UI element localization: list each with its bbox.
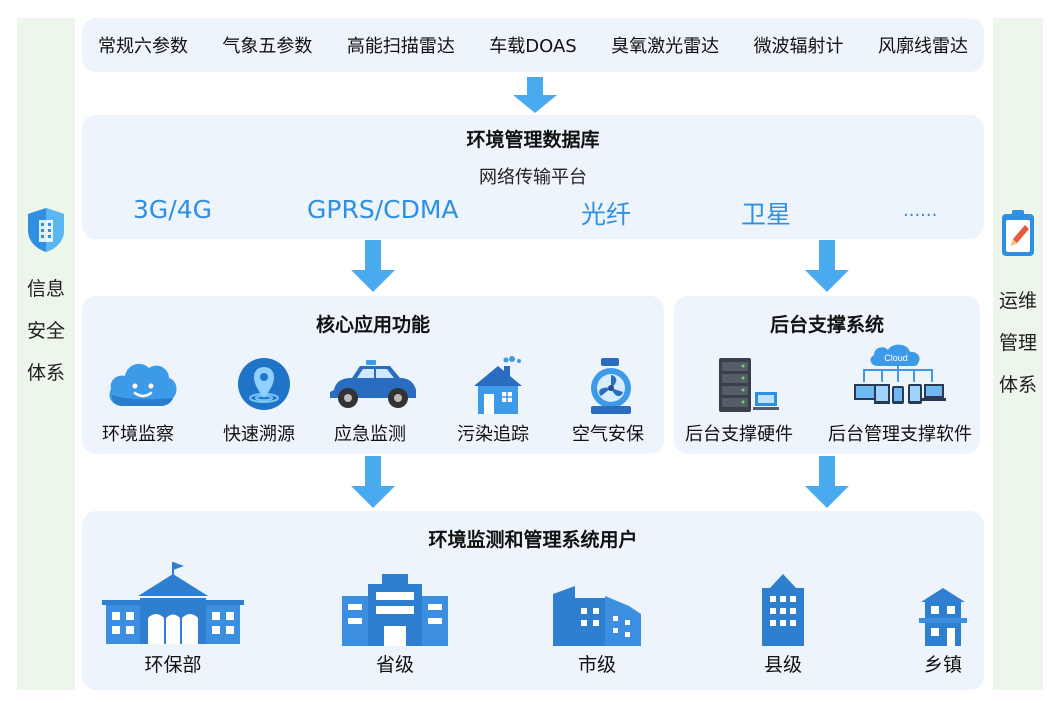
fan-machine-icon xyxy=(591,358,631,414)
environment-inspection-item xyxy=(88,356,198,412)
operations-label-line-3: 体系 xyxy=(998,374,1037,396)
operations-system-panel: 运维 管理 体系 xyxy=(993,18,1043,690)
operations-label-line-1: 运维 xyxy=(998,290,1037,312)
backend-hardware-label: 后台支撑硬件 xyxy=(685,424,793,445)
database-title: 环境管理数据库 xyxy=(466,129,600,151)
database-panel: 环境管理数据库 网络传输平台 xyxy=(82,115,984,239)
network-item: 光纤 xyxy=(581,200,632,229)
town-label: 乡镇 xyxy=(923,654,962,676)
security-label-line-1: 信息 xyxy=(26,278,65,300)
network-platform-subtitle: 网络传输平台 xyxy=(479,167,587,188)
down-arrow-icon xyxy=(805,456,849,508)
province-building-icon xyxy=(342,574,448,646)
province-label: 省级 xyxy=(375,654,414,676)
shield-building-icon xyxy=(28,208,64,252)
air-security-label: 空气安保 xyxy=(572,424,644,445)
emergency-monitoring-item xyxy=(317,356,427,412)
down-arrow-icon xyxy=(805,240,849,292)
ministry-label: 环保部 xyxy=(144,654,202,676)
network-item: 3G/4G xyxy=(133,195,212,224)
security-label-line-3: 体系 xyxy=(26,362,65,384)
sensor-item: 常规六参数 xyxy=(98,36,188,57)
clipboard-pencil-icon xyxy=(1002,210,1034,256)
factory-house-icon xyxy=(474,356,522,414)
security-system-panel: 信息 安全 体系 xyxy=(17,18,75,690)
backend-hardware-item xyxy=(686,356,796,414)
location-pin-icon xyxy=(238,358,290,410)
security-label-line-2: 安全 xyxy=(26,320,65,342)
cloud-face-icon xyxy=(109,363,177,406)
system-users-title: 环境监测和管理系统用户 xyxy=(428,529,638,551)
down-arrow-icon xyxy=(351,240,395,292)
core-functions-title: 核心应用功能 xyxy=(315,314,430,336)
down-arrow-icon xyxy=(351,456,395,508)
ministry-building-icon xyxy=(102,562,244,644)
sensor-item: 高能扫描雷达 xyxy=(346,36,455,57)
sensor-list-panel: 常规六参数 气象五参数 高能扫描雷达 车载DOAS 臭氧激光雷达 微波辐射计 风… xyxy=(82,18,984,72)
network-item: 卫星 xyxy=(741,200,792,229)
environment-inspection-label: 环境监察 xyxy=(102,424,174,445)
cloud-text: Cloud xyxy=(884,353,908,363)
emergency-monitoring-label: 应急监测 xyxy=(334,424,406,445)
quick-tracing-label: 快速溯源 xyxy=(223,424,295,445)
air-security-item xyxy=(556,356,666,416)
backend-software-item: Cloud xyxy=(843,344,953,412)
server-rack-icon xyxy=(719,358,779,412)
pollution-tracking-item xyxy=(443,356,553,416)
county-building-icon xyxy=(762,574,804,646)
county-label: 县级 xyxy=(763,654,802,676)
sensor-item: 风廓线雷达 xyxy=(877,36,968,57)
sensor-item: 臭氧激光雷达 xyxy=(611,36,720,57)
network-item: GPRS/CDMA xyxy=(307,195,459,224)
sensor-item: 微波辐射计 xyxy=(753,36,844,57)
pollution-tracking-label: 污染追踪 xyxy=(457,424,529,445)
operations-label-line-2: 管理 xyxy=(998,332,1037,354)
sensor-item: 车载DOAS xyxy=(489,36,577,57)
cloud-devices-icon: Cloud xyxy=(854,344,946,404)
city-label: 市级 xyxy=(577,654,616,676)
backend-software-label: 后台管理支撑软件 xyxy=(828,424,972,445)
town-building-icon xyxy=(919,588,967,646)
police-car-icon xyxy=(330,360,416,408)
backend-support-title: 后台支撑系统 xyxy=(769,314,884,336)
city-building-icon xyxy=(553,586,641,646)
quick-tracing-item xyxy=(209,356,319,412)
network-item: ...... xyxy=(903,200,938,221)
sensor-item: 气象五参数 xyxy=(222,36,313,57)
down-arrow-icon xyxy=(513,77,557,113)
